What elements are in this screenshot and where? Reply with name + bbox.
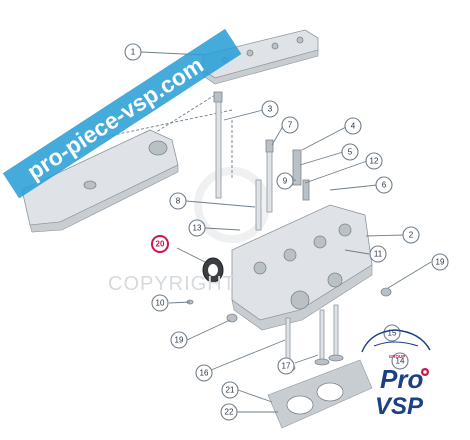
svg-text:19: 19 — [436, 258, 445, 267]
svg-text:9: 9 — [283, 177, 288, 186]
head-gasket — [267, 359, 373, 429]
svg-text:13: 13 — [193, 224, 202, 233]
callout-21: 21 — [221, 381, 239, 399]
svg-text:17: 17 — [282, 362, 291, 371]
svg-text:14: 14 — [396, 357, 405, 366]
callout-5: 5 — [341, 143, 359, 161]
svg-text:16: 16 — [200, 369, 209, 378]
svg-text:20: 20 — [156, 240, 165, 249]
callout-8: 8 — [169, 192, 187, 210]
callout-17: 17 — [277, 357, 295, 375]
svg-text:7: 7 — [288, 121, 293, 130]
svg-text:15: 15 — [388, 329, 397, 338]
svg-text:12: 12 — [370, 157, 379, 166]
svg-text:22: 22 — [225, 408, 234, 417]
svg-text:19: 19 — [175, 336, 184, 345]
callout-1: 1 — [124, 43, 142, 61]
logo-vsp-text: VSP — [375, 393, 424, 420]
callout-7: 7 — [281, 116, 299, 134]
callout-20-highlighted: 20 — [151, 235, 169, 253]
svg-text:11: 11 — [374, 250, 383, 259]
valve-springs — [255, 139, 310, 231]
seal-ring — [202, 257, 224, 283]
callout-11: 11 — [369, 245, 387, 263]
callout-22: 22 — [220, 403, 238, 421]
logo-group-text: GROUP — [389, 354, 406, 359]
callout-12: 12 — [365, 152, 383, 170]
svg-text:8: 8 — [176, 197, 181, 206]
svg-text:21: 21 — [226, 386, 235, 395]
svg-text:6: 6 — [382, 181, 387, 190]
car-outline-icon — [361, 329, 431, 353]
svg-text:5: 5 — [348, 148, 353, 157]
callout-15: 15 — [383, 324, 401, 342]
callout-13: 13 — [188, 219, 206, 237]
callout-19-left: 19 — [170, 331, 188, 349]
copyright-watermark: COPYRIGHT — [108, 273, 236, 295]
svg-text:1: 1 — [131, 48, 136, 57]
svg-text:4: 4 — [351, 122, 356, 131]
callout-6: 6 — [375, 176, 393, 194]
logo-pro-text: Pro — [380, 364, 423, 394]
svg-text:2: 2 — [409, 231, 414, 240]
cylinder-head — [231, 204, 373, 331]
provsp-logo: GROUP Pro VSP — [361, 329, 431, 420]
head-bolt — [213, 91, 223, 199]
callout-14: 14 — [391, 352, 409, 370]
callout-4: 4 — [344, 117, 362, 135]
callout-16: 16 — [195, 364, 213, 382]
svg-text:10: 10 — [156, 299, 165, 308]
callout-9: 9 — [276, 172, 294, 190]
cam-cover-left — [21, 129, 179, 233]
callout-19-right: 19 — [431, 253, 449, 271]
callout-2: 2 — [402, 226, 420, 244]
svg-text:3: 3 — [268, 105, 273, 114]
callout-10: 10 — [151, 294, 169, 312]
callout-3: 3 — [261, 100, 279, 118]
leader-lines — [140, 51, 432, 413]
